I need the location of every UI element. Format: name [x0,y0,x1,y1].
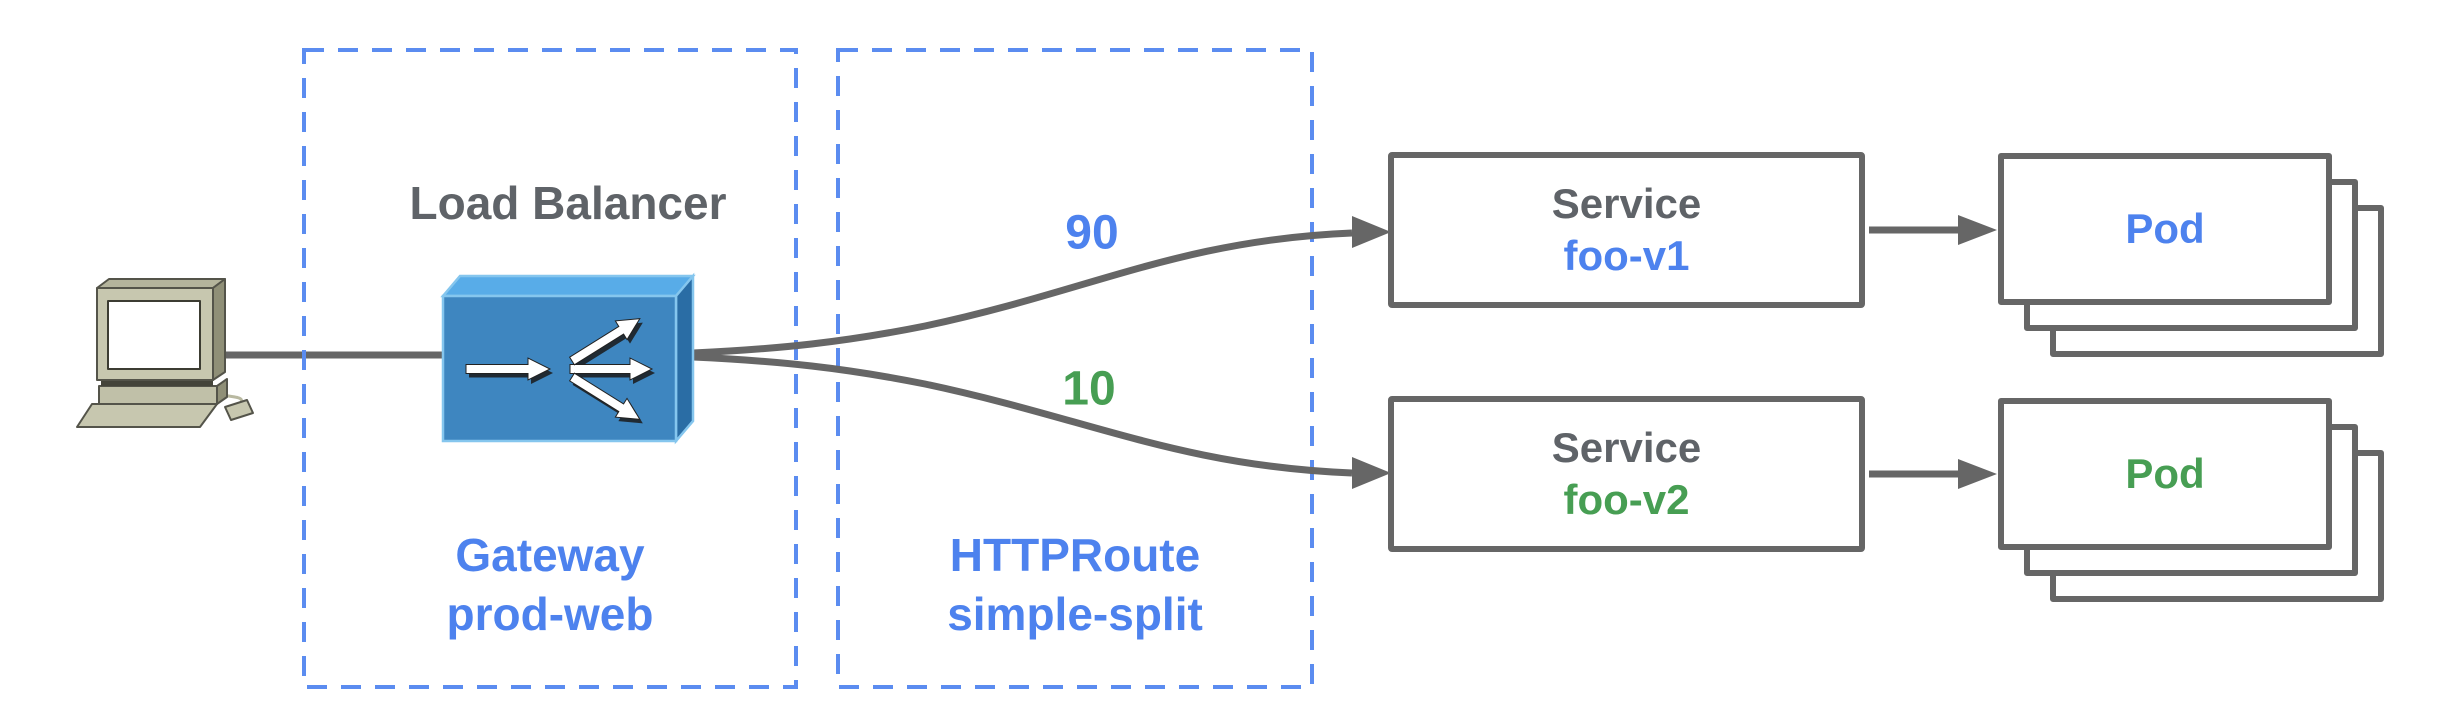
pod-layer-front: Pod [1998,153,2332,305]
service-type-label: Service [1551,423,1702,471]
traffic-weight-90: 90 [1065,206,1119,260]
gateway-kind-label: Gateway [455,529,645,582]
desktop-computer-icon [76,278,254,428]
load-balancer-3d-box-icon [440,272,696,445]
traffic-split-90-path [692,216,1391,357]
httproute-kind-label: HTTPRoute [949,529,1201,582]
pod-layer-front: Pod [1998,398,2332,550]
pod-label-foo-v1: Pod [2125,205,2205,252]
httproute-zone-label: HTTPRoute simple-split [947,526,1203,644]
traffic-weight-10: 10 [1062,362,1116,416]
gateway-boundary-box [302,48,798,689]
service-type-label: Service [1551,179,1702,227]
traffic-split-10-path [692,353,1391,489]
pod-label-foo-v2: Pod [2125,450,2205,497]
gateway-zone-label: Gateway prod-web [447,526,654,644]
lb-split-arrows [465,318,654,420]
service-name-foo-v2: foo-v2 [1563,476,1690,523]
connector-service2-to-pod2 [1869,459,1997,489]
httproute-name-label: simple-split [947,588,1203,640]
gateway-name-label: prod-web [446,588,654,640]
service-box-foo-v1: Service foo-v1 [1388,152,1865,308]
httproute-boundary-box [836,48,1314,689]
connector-service1-to-pod1 [1869,215,1997,245]
service-box-foo-v2: Service foo-v2 [1388,396,1865,552]
service-name-foo-v1: foo-v1 [1563,232,1690,279]
load-balancer-title: Load Balancer [409,177,727,229]
